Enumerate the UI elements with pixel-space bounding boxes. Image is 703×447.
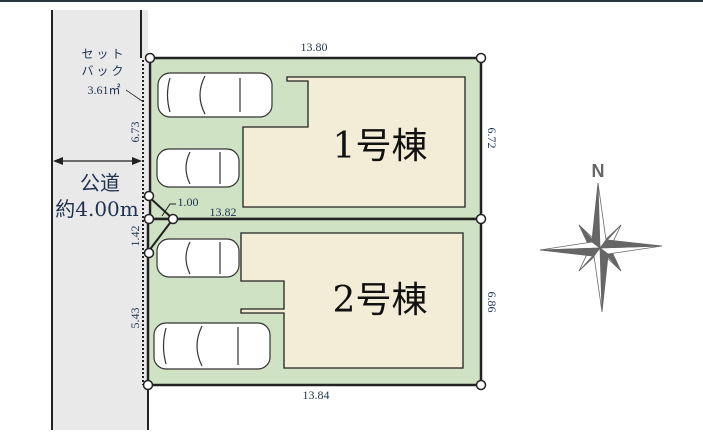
building-2-label: 2号棟 xyxy=(333,280,428,321)
dim-shared: 13.82 xyxy=(210,205,237,219)
setback-label-1: セット xyxy=(81,47,126,61)
boundary-markers xyxy=(142,52,487,391)
arrow-head-right xyxy=(132,157,142,165)
dim-right-2: 6.86 xyxy=(485,292,499,313)
building-1-label: 1号棟 xyxy=(333,126,428,167)
car-icon xyxy=(156,238,240,278)
dim-left-1: 6.73 xyxy=(128,122,142,143)
top-border xyxy=(0,0,703,2)
building-2 xyxy=(240,232,464,369)
compass-north-label: N xyxy=(592,161,605,181)
leader-line xyxy=(161,203,176,217)
dim-bottom: 13.84 xyxy=(303,388,330,402)
car-icon xyxy=(153,322,271,370)
car-icon xyxy=(156,148,240,188)
dim-left-2: 5.43 xyxy=(128,308,142,329)
dim-gap: 1.42 xyxy=(128,226,142,247)
road-width-label: 約4.00m xyxy=(55,197,139,221)
dim-top: 13.80 xyxy=(301,40,328,54)
public-road xyxy=(52,10,148,430)
compass-icon xyxy=(539,182,663,313)
road-label: 公道 xyxy=(80,171,120,195)
setback-label-2: バック xyxy=(81,64,126,78)
dim-right-1: 6.72 xyxy=(485,128,499,149)
dim-corner: 1.00 xyxy=(178,195,199,209)
setback-leader xyxy=(125,89,143,102)
building-1 xyxy=(242,76,466,208)
arrow-head-left xyxy=(53,157,63,165)
car-icon xyxy=(157,72,273,118)
setback-area: 3.61㎡ xyxy=(87,83,120,97)
